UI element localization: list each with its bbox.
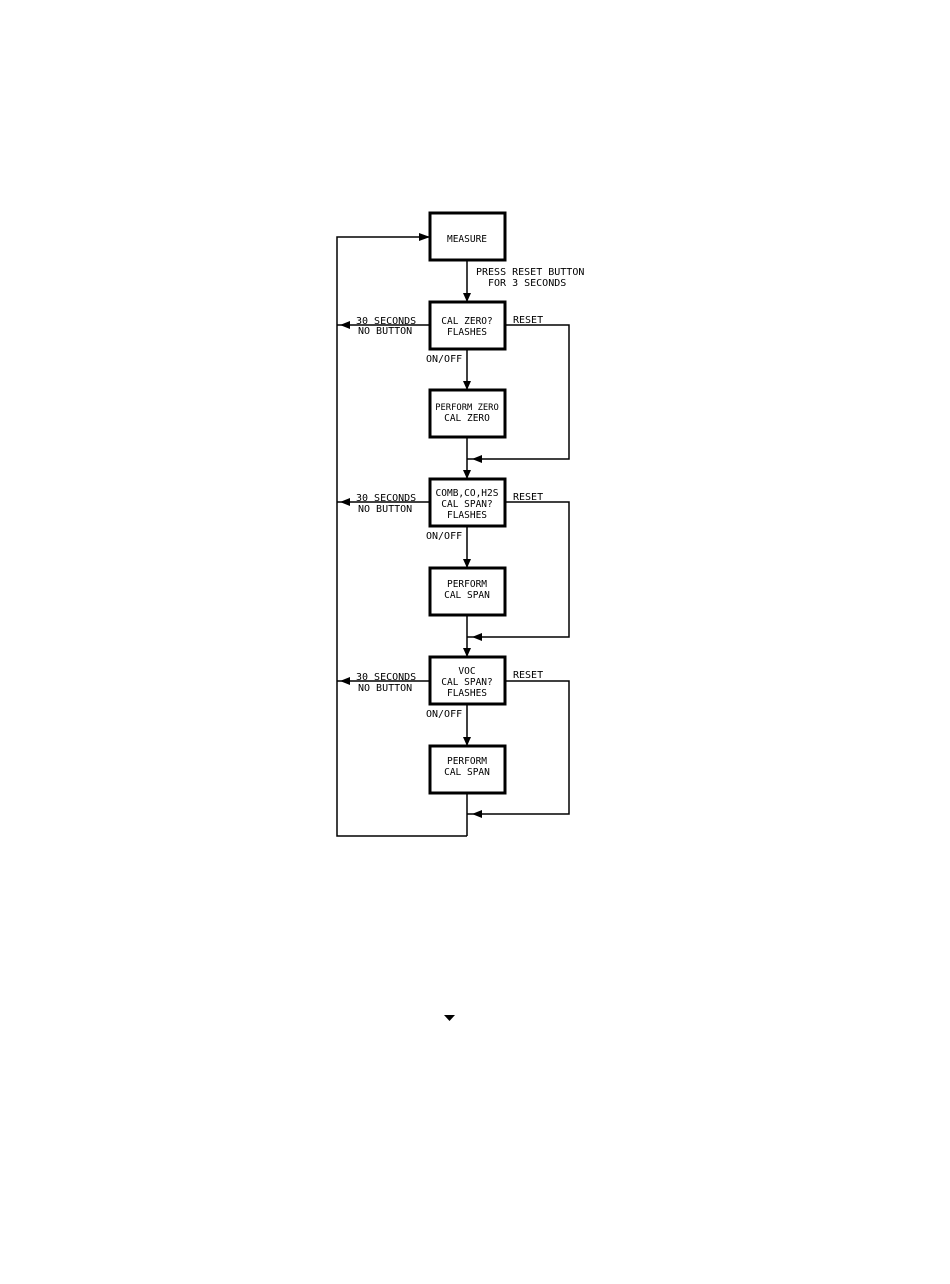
node-voc-span-prompt-line-2: CAL SPAN? (441, 677, 492, 688)
node-comb-span-prompt: COMB,CO,H2S CAL SPAN? FLASHES (430, 479, 505, 526)
timeout-label-3-line-1: 30 SECONDS (356, 672, 416, 683)
timeout-label-2-line-2: NO BUTTON (358, 504, 412, 515)
arrow-right-icon (419, 233, 430, 241)
node-perform-zero: PERFORM ZERO CAL ZERO (430, 390, 505, 437)
timeout-label-1-line-2: NO BUTTON (358, 326, 412, 337)
arrow-left-icon (340, 498, 350, 506)
reset-label-2: RESET (513, 492, 543, 503)
timeout-label-2-line-1: 30 SECONDS (356, 493, 416, 504)
arrow-left-icon (472, 633, 482, 641)
node-perform-span-2-line-2: CAL SPAN (444, 767, 490, 778)
node-comb-span-prompt-line-3: FLASHES (447, 510, 487, 521)
node-voc-span-prompt-line-1: VOC (458, 666, 475, 677)
arrow-left-icon (340, 677, 350, 685)
node-voc-span-prompt: VOC CAL SPAN? FLASHES (430, 657, 505, 704)
node-perform-zero-line-2: CAL ZERO (444, 413, 490, 424)
node-perform-span-1: PERFORM CAL SPAN (430, 568, 505, 615)
node-perform-span-2-line-1: PERFORM (447, 756, 487, 767)
timeout-label-3-line-2: NO BUTTON (358, 683, 412, 694)
on-off-label-1: ON/OFF (426, 354, 462, 365)
on-off-label-3: ON/OFF (426, 709, 462, 720)
press-reset-label-line-1: PRESS RESET BUTTON (476, 267, 584, 278)
node-perform-zero-line-1: PERFORM ZERO (435, 403, 499, 413)
node-cal-zero-prompt-line-2: FLASHES (447, 327, 487, 338)
down-triangle-icon (444, 1015, 455, 1021)
node-perform-span-1-line-1: PERFORM (447, 579, 487, 590)
press-reset-label-line-2: FOR 3 SECONDS (488, 278, 566, 289)
node-measure: MEASURE (430, 213, 505, 260)
arrow-left-icon (340, 321, 350, 329)
node-comb-span-prompt-line-1: COMB,CO,H2S (436, 488, 499, 499)
node-cal-zero-prompt-line-1: CAL ZERO? (441, 316, 492, 327)
on-off-label-2: ON/OFF (426, 531, 462, 542)
node-cal-zero-prompt: CAL ZERO? FLASHES (430, 302, 505, 349)
reset-label-1: RESET (513, 315, 543, 326)
reset-label-3: RESET (513, 670, 543, 681)
node-perform-span-2: PERFORM CAL SPAN (430, 746, 505, 793)
arrow-left-icon (472, 810, 482, 818)
arrow-left-icon (472, 455, 482, 463)
node-perform-span-1-line-2: CAL SPAN (444, 590, 490, 601)
node-comb-span-prompt-line-2: CAL SPAN? (441, 499, 492, 510)
node-voc-span-prompt-line-3: FLASHES (447, 688, 487, 699)
node-measure-line-1: MEASURE (447, 234, 487, 245)
